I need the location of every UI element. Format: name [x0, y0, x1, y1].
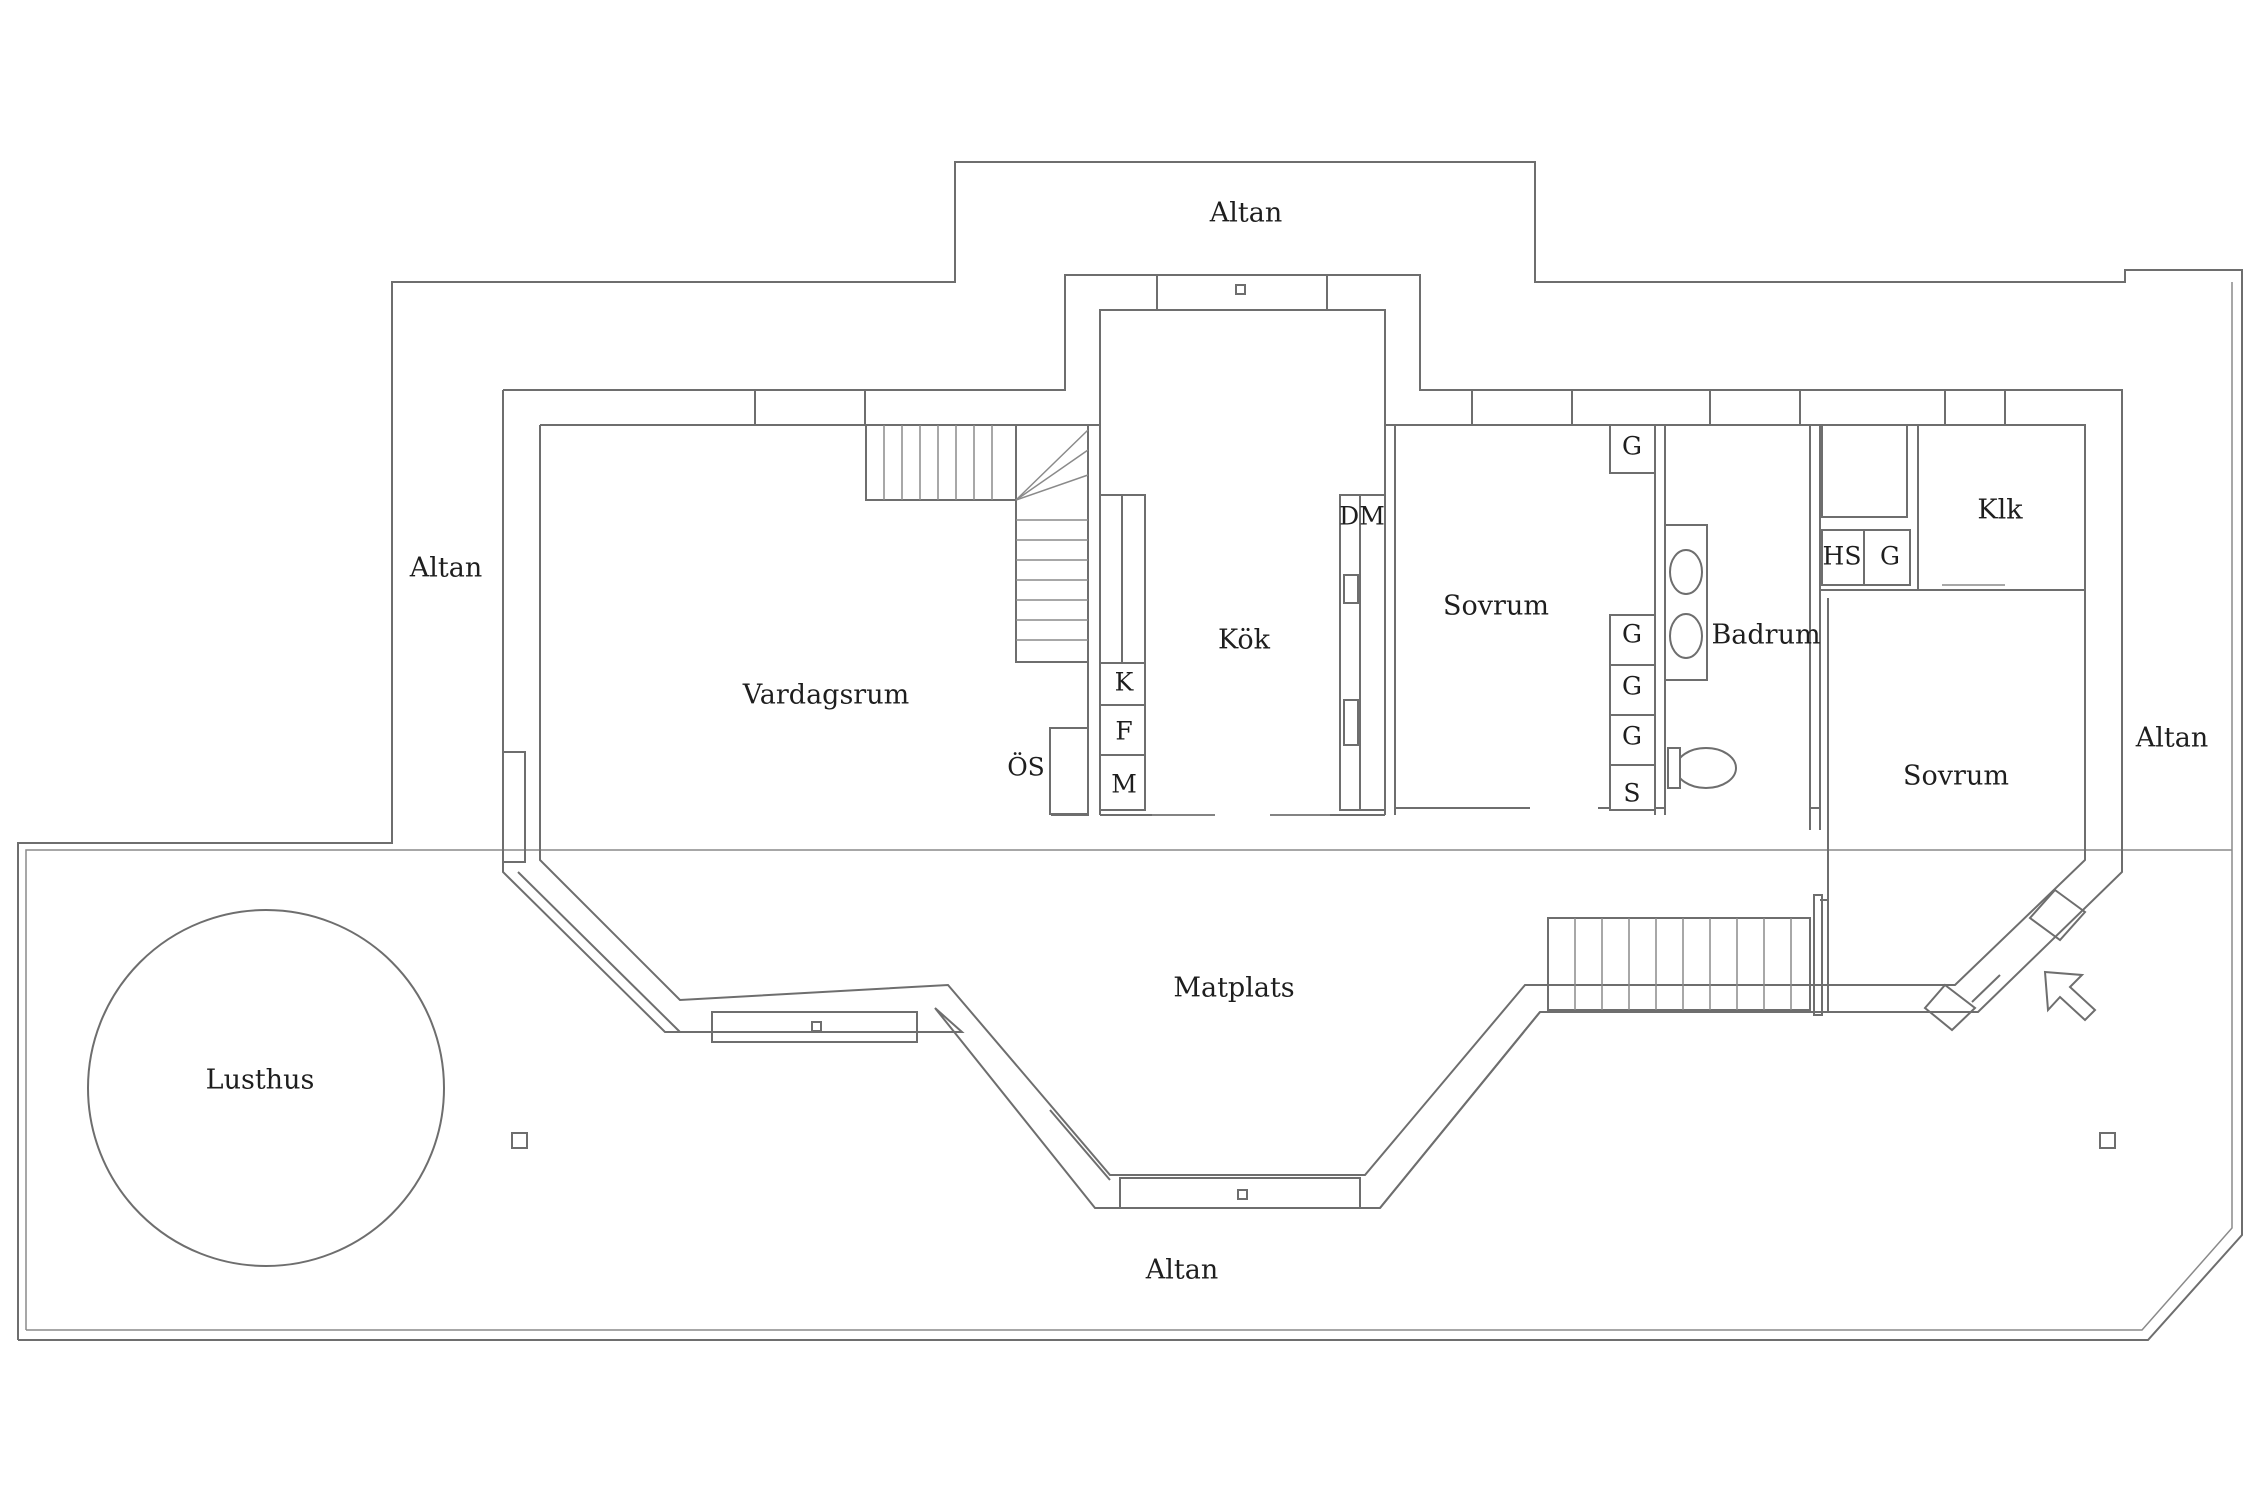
label-vardagsrum: Vardagsrum	[742, 680, 909, 711]
label-altan-left: Altan	[409, 553, 482, 584]
label-kok: Kök	[1218, 625, 1271, 656]
label-k: K	[1115, 668, 1135, 697]
house-walls	[502, 274, 2123, 1209]
label-f: F	[1115, 717, 1132, 746]
label-g-bad-1: G	[1622, 620, 1642, 649]
label-klk: Klk	[1977, 495, 2023, 526]
deck-posts	[511, 284, 2116, 1149]
label-lusthus: Lusthus	[206, 1065, 315, 1096]
label-dm: DM	[1339, 502, 1385, 531]
deck-outline	[17, 161, 2243, 1341]
interior-walls	[1087, 425, 2085, 1012]
gazebo	[87, 909, 445, 1267]
entrance-arrow-icon	[2043, 970, 2097, 1022]
bathroom-fixtures	[1609, 424, 1911, 811]
staircase-lower	[1547, 894, 1823, 1016]
label-g-bad-2: G	[1622, 672, 1642, 701]
label-altan-top: Altan	[1209, 198, 1282, 229]
label-sovrum-1: Sovrum	[1443, 591, 1549, 622]
label-g-sovrum: G	[1622, 432, 1642, 461]
label-hs: HS	[1823, 542, 1862, 571]
fixture-labels: K F M ÖS DM G G G G S HS G	[1007, 432, 1900, 808]
label-altan-bottom: Altan	[1145, 1255, 1218, 1286]
label-g-hall: G	[1880, 542, 1900, 571]
label-s: S	[1623, 779, 1640, 808]
label-g-bad-3: G	[1622, 722, 1642, 751]
label-sovrum-2: Sovrum	[1903, 761, 2009, 792]
staircase-upper	[865, 424, 1089, 663]
fireplace	[1049, 727, 1089, 815]
label-m: M	[1111, 770, 1137, 799]
label-matplats: Matplats	[1173, 973, 1294, 1004]
label-os: ÖS	[1007, 753, 1045, 782]
label-altan-right: Altan	[2135, 723, 2208, 754]
label-badrum: Badrum	[1711, 620, 1820, 651]
room-labels: Altan Altan Altan Altan Vardagsrum Kök S…	[206, 198, 2209, 1286]
